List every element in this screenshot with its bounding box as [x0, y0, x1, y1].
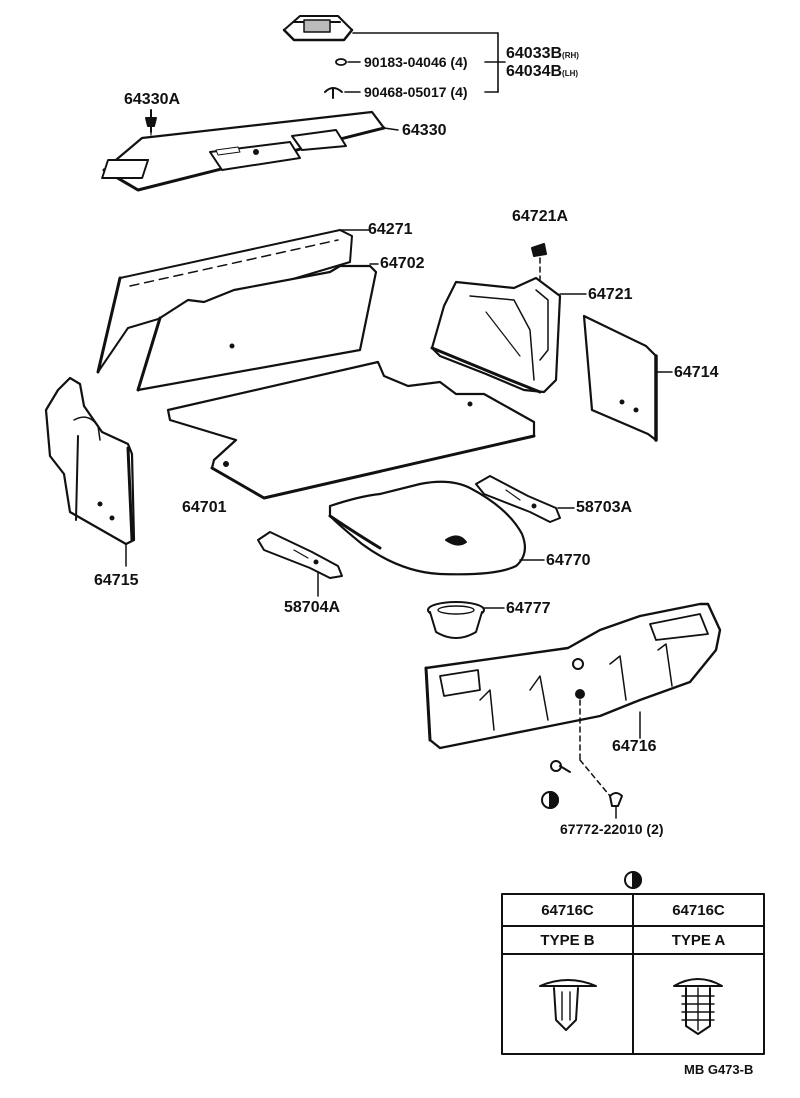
label-64701: 64701: [182, 499, 227, 516]
label-64271: 64271: [368, 221, 413, 238]
package-tray-trim-part: [101, 110, 399, 192]
label-64721a: 64721A: [512, 208, 569, 225]
label-90468: 90468-05017 (4): [364, 84, 468, 100]
label-64033b: 64033B(RH): [506, 46, 579, 62]
label-64721: 64721: [588, 286, 633, 303]
label-64033b-text: 64033B: [506, 45, 563, 62]
label-64034b-sub: (LH): [562, 69, 579, 78]
label-64034b-text: 64034B: [506, 63, 563, 80]
legend-col1-part: 64716C: [541, 902, 594, 919]
label-64777: 64777: [506, 600, 551, 617]
floor-mat-64701-part: [166, 360, 536, 500]
diagram-code: MB G473-B: [684, 1062, 754, 1077]
label-64714: 64714: [674, 364, 719, 381]
clip-64330a-icon: [145, 109, 157, 141]
legend-col2-part: 64716C: [672, 902, 725, 919]
screw-90468-icon: [324, 87, 343, 99]
legend-half-circle-icon: [624, 871, 642, 889]
leader-bracket-64033b: [344, 32, 506, 93]
side-trim-64721-part: [430, 276, 587, 394]
label-67772: 67772-22010 (2): [560, 821, 664, 837]
label-64330a: 64330A: [124, 91, 181, 108]
legend-col2-type: TYPE A: [671, 932, 726, 949]
panel-64714-part: [582, 314, 673, 442]
label-58703a: 58703A: [576, 499, 633, 516]
nut-90183-icon: [335, 58, 347, 66]
side-trim-64715-part: [44, 376, 136, 567]
bracket-58703a-part: [475, 475, 575, 523]
clip-type-a-icon: [673, 978, 723, 1035]
spare-wheel-cover-64770-part: [328, 480, 545, 576]
legend-col1-type: TYPE B: [540, 932, 595, 949]
label-64702: 64702: [380, 255, 425, 272]
label-58704a: 58704A: [284, 599, 341, 616]
label-90183: 90183-04046 (4): [364, 54, 468, 70]
label-64330: 64330: [402, 122, 447, 139]
panel-64271-part: [96, 229, 371, 374]
clip-67772-icon: [541, 760, 623, 819]
cover-clip-part: [282, 15, 354, 42]
label-64716: 64716: [612, 738, 657, 755]
bracket-58704a-part: [257, 531, 343, 597]
panel-64702-part: [136, 263, 379, 392]
clip-type-b-icon: [539, 979, 597, 1031]
rear-panel-trim-64716-part: [424, 602, 722, 797]
legend-table-grid: [501, 893, 765, 1055]
label-64033b-sub: (RH): [562, 51, 579, 60]
label-64034b: 64034B(LH): [506, 64, 578, 80]
label-64770: 64770: [546, 552, 591, 569]
label-64715: 64715: [94, 572, 139, 589]
cap-64777-part: [427, 601, 505, 639]
